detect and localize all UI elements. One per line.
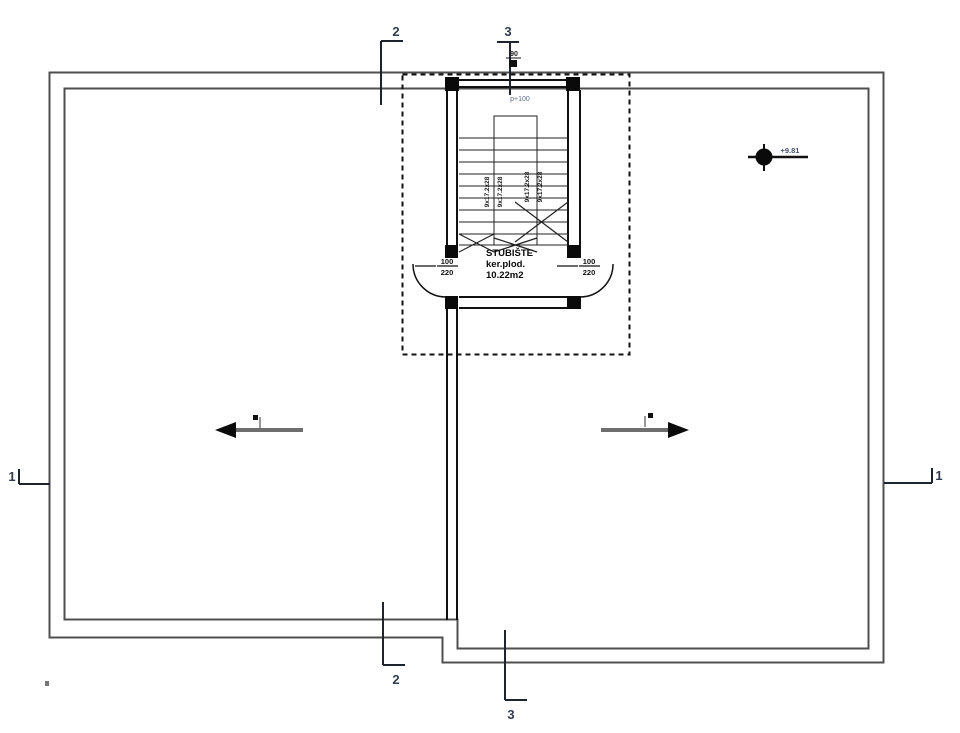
room-area: 10.22m2 xyxy=(486,270,524,281)
elevation-symbol-icon xyxy=(755,148,773,166)
section-marker-1-left: 1 xyxy=(8,469,50,485)
flight-right-dimension: 9x17.2x28 xyxy=(524,171,531,202)
column xyxy=(567,296,580,309)
slope-arrow-left xyxy=(215,415,303,438)
arrow-head-right-icon xyxy=(668,422,689,438)
section-marker-1-right: 1 xyxy=(884,468,943,484)
column xyxy=(566,77,580,91)
room-finish: ker.plod. xyxy=(486,259,525,270)
column xyxy=(445,77,459,91)
section-marker-3-bottom: 3 xyxy=(504,630,527,722)
stair-break-lines xyxy=(458,201,569,253)
stray-mark xyxy=(45,681,49,686)
stair-opening xyxy=(493,115,538,139)
section-label-1: 1 xyxy=(935,468,942,483)
arrow-head-left-icon xyxy=(215,422,236,438)
slope-mark xyxy=(253,415,258,420)
section-marker-3-top: 3 90 xyxy=(497,24,521,95)
door-left: 100 220 xyxy=(412,257,458,298)
section-label-3: 3 xyxy=(504,24,511,39)
door-left-width: 100 xyxy=(441,257,454,266)
parapet-note: p+100 xyxy=(510,96,530,103)
building-outline xyxy=(48,71,885,664)
section-label-3: 3 xyxy=(507,707,514,722)
slope-mark xyxy=(648,413,653,418)
section-label-2: 2 xyxy=(392,24,399,39)
room-name: STUBIŠTE xyxy=(486,247,533,259)
section-marker-2-bottom: 2 xyxy=(382,602,405,687)
slope-arrow-right xyxy=(601,413,689,438)
door-right-width: 100 xyxy=(583,257,596,266)
window-sill-mark xyxy=(509,60,517,67)
section-label-1: 1 xyxy=(8,469,15,484)
elevation-value: +9.81 xyxy=(781,146,800,155)
door-right-height: 220 xyxy=(583,268,596,277)
stair-walls xyxy=(445,77,581,620)
room-label: STUBIŠTE ker.plod. 10.22m2 xyxy=(486,247,533,281)
flight-left-dimension: 9x17.2x28 xyxy=(497,176,504,207)
column xyxy=(445,296,458,309)
window-dim-label: 90 xyxy=(510,51,518,58)
column xyxy=(445,245,458,258)
elevation-marker: +9.81 xyxy=(748,144,808,171)
door-left-height: 220 xyxy=(441,268,454,277)
flight-left-dimension: 9x17.2x28 xyxy=(484,176,491,207)
flight-right-dimension: 9x17.2x28 xyxy=(537,171,544,202)
stair-treads xyxy=(459,115,568,246)
stair-projection-dashed-outline xyxy=(401,73,631,356)
section-marker-2-top: 2 xyxy=(380,24,403,105)
section-label-2: 2 xyxy=(392,672,399,687)
door-right: 100 220 xyxy=(557,257,614,298)
column xyxy=(567,245,580,258)
